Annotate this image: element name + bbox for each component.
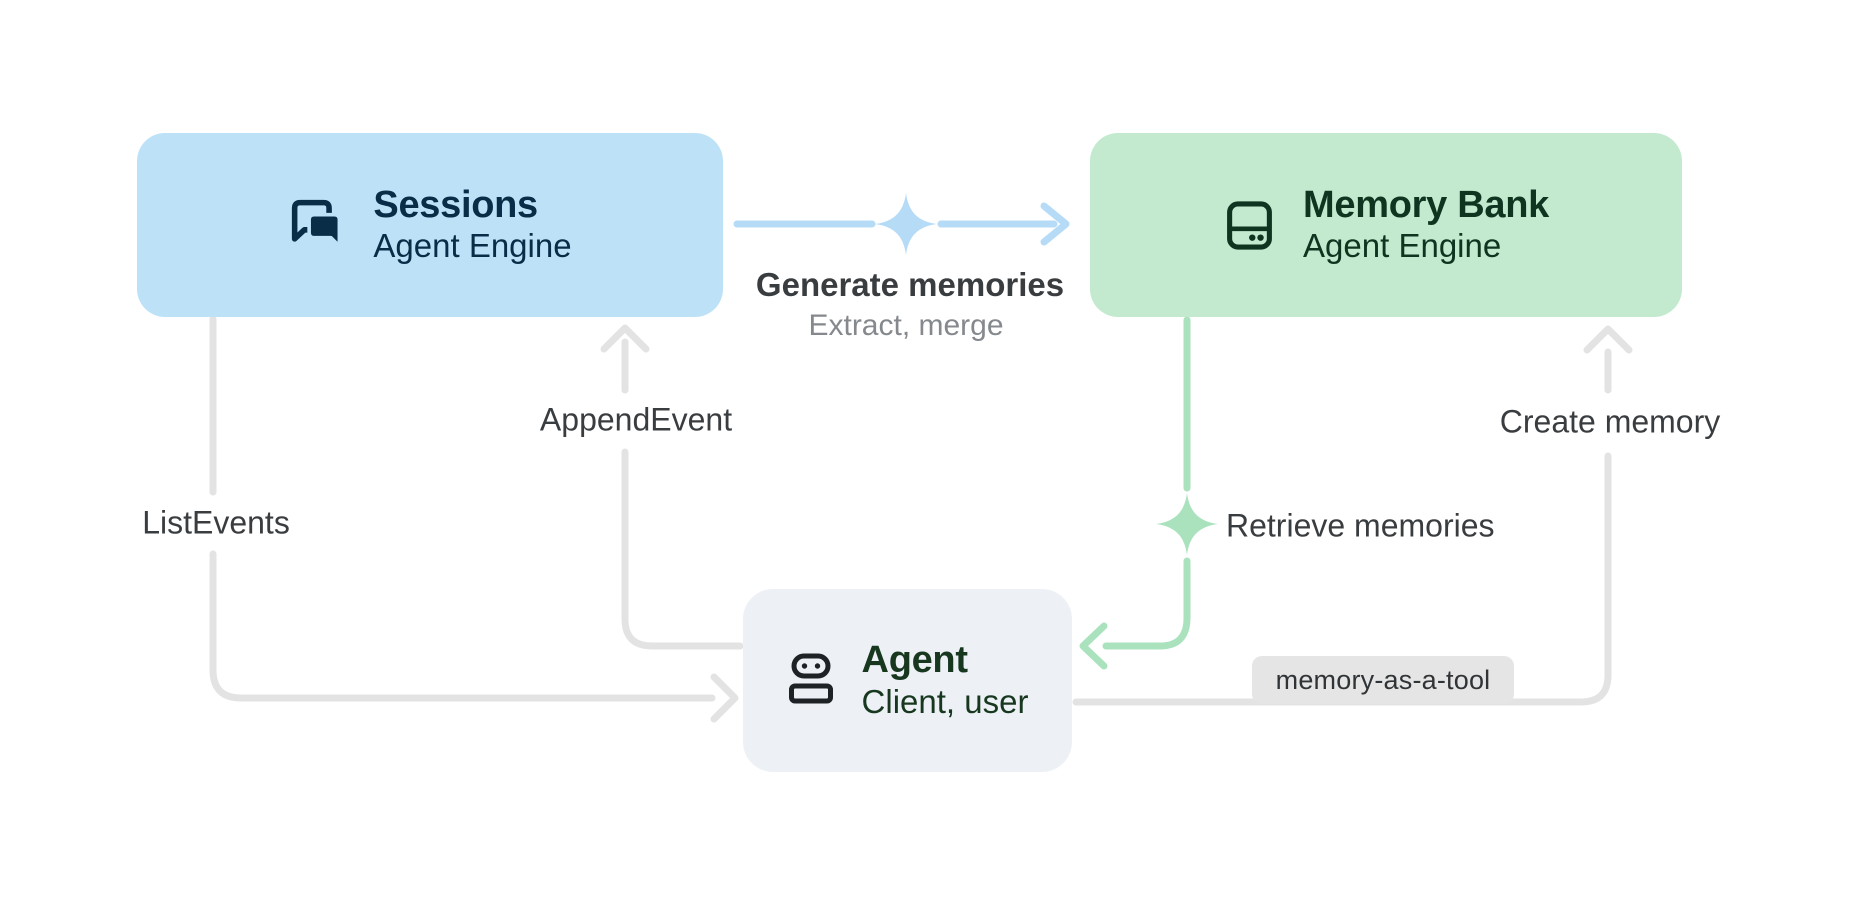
generate-memories-label: Generate memories bbox=[755, 266, 1065, 303]
agent-node-title: Agent bbox=[861, 639, 968, 682]
green-sparkle-icon bbox=[1156, 493, 1218, 555]
retrieve-memories-line-bottom bbox=[1102, 557, 1191, 650]
list-events-line-bottom bbox=[209, 550, 716, 702]
memory-bank-node: Memory Bank Agent Engine bbox=[1090, 133, 1682, 317]
memory-as-a-tool-badge: memory-as-a-tool bbox=[1252, 656, 1514, 704]
generate-memories-arrow bbox=[733, 202, 1070, 246]
list-events-arrow bbox=[209, 315, 739, 723]
retrieve-memories-arrow bbox=[1079, 316, 1191, 670]
memory-bank-node-title: Memory Bank bbox=[1303, 183, 1549, 226]
create-memory-label: Create memory bbox=[1499, 403, 1721, 440]
storage-icon bbox=[1227, 200, 1272, 250]
sessions-node-text: Sessions Agent Engine bbox=[373, 184, 571, 267]
blue-sparkle-icon bbox=[875, 193, 937, 255]
list-events-arrowhead bbox=[710, 673, 739, 723]
sessions-node-subtitle: Agent Engine bbox=[373, 227, 572, 265]
agent-node-text: Agent Client, user bbox=[862, 639, 1029, 722]
append-event-arrow bbox=[600, 324, 744, 650]
memory-as-a-tool-line bbox=[1072, 452, 1612, 706]
sessions-node: Sessions Agent Engine bbox=[137, 133, 723, 317]
memory-as-a-tool-badge-text: memory-as-a-tool bbox=[1275, 664, 1491, 695]
memory-bank-node-subtitle: Agent Engine bbox=[1303, 227, 1502, 265]
chat-icon bbox=[292, 199, 342, 248]
list-events-label: ListEvents bbox=[142, 504, 290, 541]
append-event-label: AppendEvent bbox=[539, 401, 733, 438]
create-memory-arrow bbox=[1072, 325, 1633, 706]
memory-bank-node-text: Memory Bank Agent Engine bbox=[1303, 184, 1549, 267]
sessions-node-title: Sessions bbox=[373, 183, 538, 226]
agent-node: Agent Client, user bbox=[743, 589, 1072, 772]
append-event-line-bottom bbox=[621, 448, 744, 650]
agent-node-subtitle: Client, user bbox=[861, 682, 1029, 720]
retrieve-memories-arrowhead bbox=[1079, 622, 1108, 670]
create-memory-arrowhead bbox=[1583, 325, 1633, 354]
extract-merge-sublabel: Extract, merge bbox=[808, 309, 1004, 342]
generate-memories-arrowhead bbox=[1040, 202, 1070, 246]
robot-icon bbox=[788, 653, 833, 703]
append-event-arrowhead bbox=[600, 324, 650, 353]
retrieve-memories-label: Retrieve memories bbox=[1226, 507, 1495, 544]
